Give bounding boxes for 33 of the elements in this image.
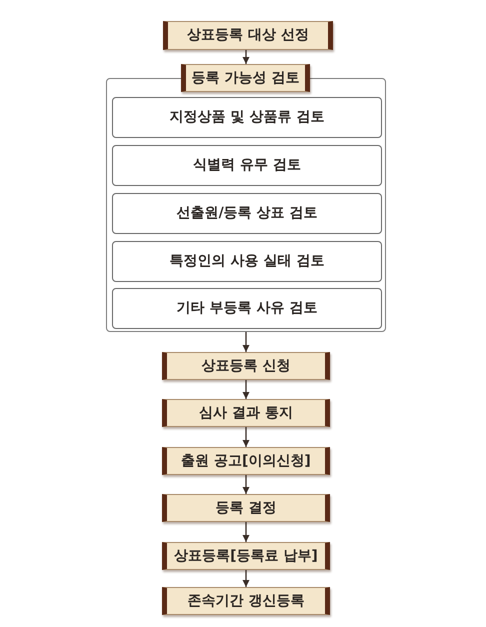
check-item-box [112, 288, 382, 329]
arrow [242, 522, 250, 542]
check-item-box [112, 193, 382, 234]
check-item-text: 선출원/등록 상표 검토 [176, 205, 318, 222]
check-item-text: 특정인의 사용 실태 검토 [170, 253, 324, 270]
step-text: 상표등록 대상 선정 [187, 27, 309, 44]
process-box [162, 494, 330, 522]
process-box [162, 542, 330, 570]
step-text: 존속기간 갱신등록 [188, 592, 304, 610]
arrow [242, 50, 250, 64]
arrow [242, 570, 250, 587]
process-box [162, 399, 330, 427]
step-text: 등록 결정 [216, 500, 276, 516]
process-box [162, 587, 330, 615]
step-text: 심사 결과 통지 [199, 404, 293, 422]
check-item-text: 식별력 유무 검토 [193, 157, 301, 174]
check-item-text: 지정상품 및 상품류 검토 [170, 109, 324, 126]
step-text: 상표등록[등록료 납부] [174, 548, 318, 564]
arrow [242, 427, 250, 447]
step-text: 상표등록 신청 [202, 358, 290, 374]
arrow [242, 380, 250, 399]
step-text: 출원 공고[이의신청] [181, 452, 311, 470]
arrow [242, 332, 250, 352]
group-frame [106, 64, 386, 332]
check-item-box [112, 97, 382, 138]
check-item-box [112, 145, 382, 186]
process-box [163, 21, 333, 50]
arrow [242, 475, 250, 494]
check-item-text: 기타 부등록 사유 검토 [176, 300, 318, 317]
process-box [162, 352, 330, 380]
group-heading: 등록 가능성 검토 [192, 70, 300, 86]
check-item-box [112, 241, 382, 282]
process-box [162, 447, 330, 475]
